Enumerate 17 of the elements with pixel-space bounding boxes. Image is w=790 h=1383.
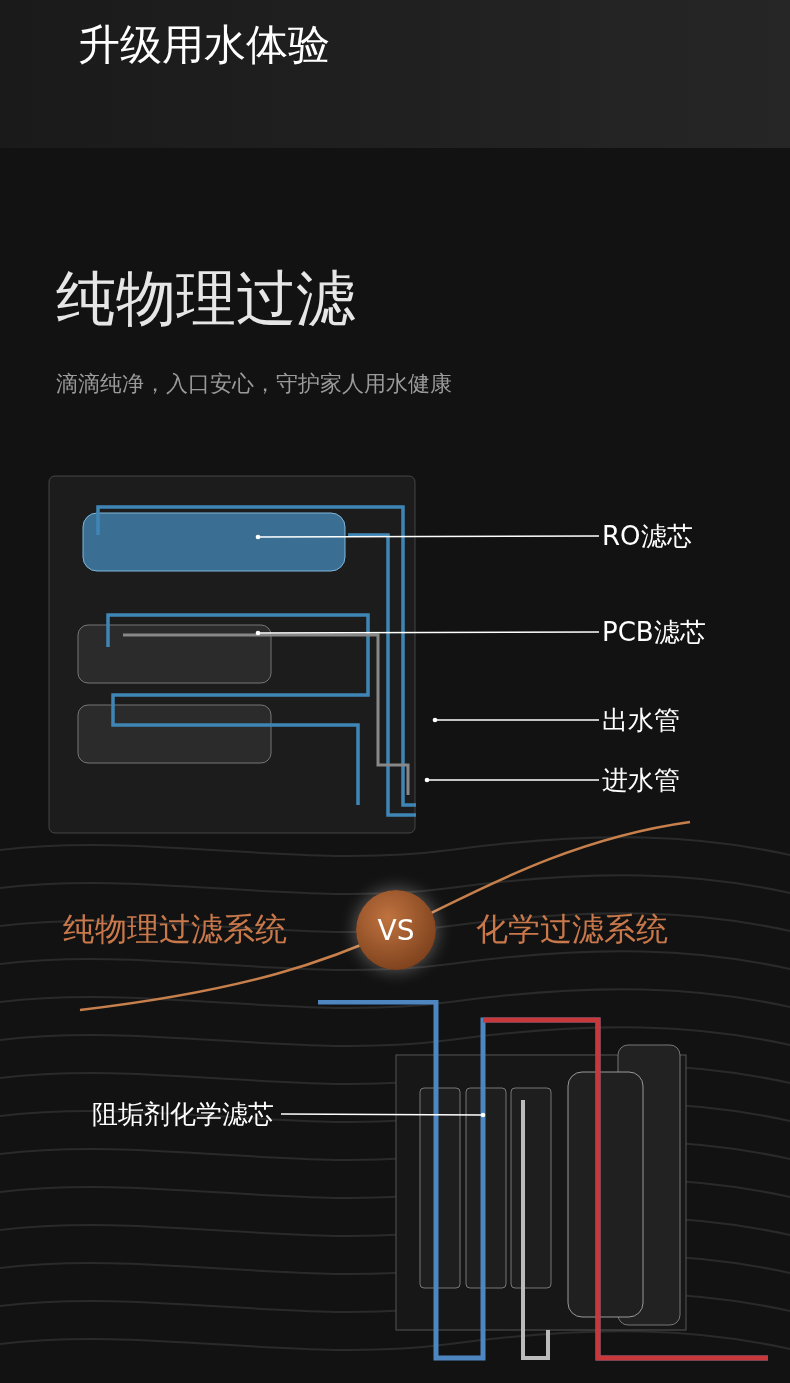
subtitle: 滴滴纯净，入口安心，守护家人用水健康 bbox=[56, 371, 452, 398]
callout-label: 进水管 bbox=[602, 763, 697, 797]
vs-badge: VS bbox=[356, 890, 436, 970]
leader-line bbox=[424, 777, 600, 783]
section-heading: 纯物理过滤 bbox=[56, 262, 356, 334]
callout-label: RO滤芯 bbox=[602, 519, 712, 553]
leader-line bbox=[432, 717, 600, 723]
comparison-label: 化学过滤系统 bbox=[476, 910, 668, 949]
callout-label: PCB滤芯 bbox=[602, 615, 727, 649]
leader-line bbox=[255, 630, 600, 636]
callout-label: 阻垢剂化学滤芯 bbox=[92, 1097, 278, 1131]
callout-label: 出水管 bbox=[602, 703, 697, 737]
leader-line bbox=[280, 1112, 486, 1118]
leader-line bbox=[255, 534, 600, 540]
heading: 升级用水体验 bbox=[78, 20, 330, 71]
filter-unit-drawing bbox=[48, 475, 416, 835]
comparison-label: 纯物理过滤系统 bbox=[63, 910, 287, 949]
